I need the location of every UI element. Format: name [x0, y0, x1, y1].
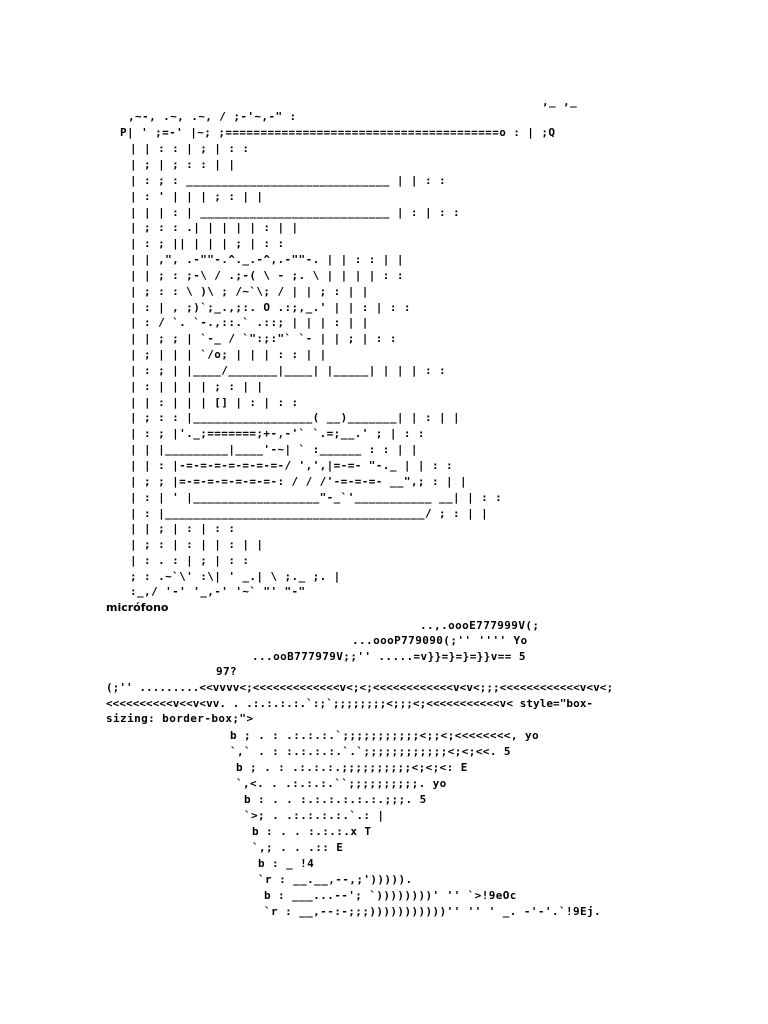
art-line: | : ; || | | | ; | : :	[130, 237, 285, 250]
art-line: | | : : | ; | : :	[130, 142, 250, 155]
art-line: b : ___...--'; `))))))))' '' `>!9eOc	[264, 889, 517, 902]
art-line: 97?	[216, 665, 238, 678]
art-line: | | ,", .-""-.^._.-^,.-""-. | | : : | |	[130, 253, 404, 266]
art-line: | | : |-=-=-=-=-=-=-=-/ ',',|=-=- "-._ |…	[130, 459, 454, 472]
art-line: | | ; : ;-\ / .;-( \ - ;. \ | | | | : :	[130, 269, 404, 282]
art-line: | : . : | ; | : :	[130, 554, 250, 567]
art-line: (;'' .........<<vvvv<;<<<<<<<<<<<<<v<;<;…	[106, 681, 614, 694]
art-line: | ; ; |=-=-=-=-=-=-=-: / / /'-=-=-=- __"…	[130, 475, 468, 488]
art-line: | : |___________________________________…	[130, 507, 489, 520]
art-line: P| ' ;=-' |~; ;=========================…	[120, 126, 556, 139]
art-line: | : ; : _____________________________ | …	[130, 174, 447, 187]
art-line: ...oooP779090(;'' '''' Yo	[352, 634, 528, 647]
art-line: | | ; ; | `-_ / `":;:"` `- | | ; | : :	[130, 332, 397, 345]
art-line: b : . . :.:.:.x T	[252, 825, 372, 838]
art-line: | ; : : |_________________( __)_______| …	[130, 411, 461, 424]
art-line: ...ooB777979V;;'' .....=v}}=}=}=}}v== 5	[252, 650, 526, 663]
art-line: | | |_________|____'-~| ` :______ : : | …	[130, 443, 418, 456]
art-line: | ; | ; : : | |	[130, 158, 236, 171]
art-line: b : _ !4	[258, 857, 315, 870]
art-line: | : / `. `-.,::.` .::; | | | : | |	[130, 316, 369, 329]
art-line: b ; . : .:.:.:.`;;;;;;;;;;;<;;<;<<<<<<<<…	[230, 729, 539, 742]
art-line: b : . . :.:.:.:.:.:.;;;. 5	[244, 793, 427, 806]
art-line: sizing: border-box;">	[106, 712, 254, 725]
art-line: `>; . .:.:.:.:.`.: |	[244, 809, 385, 822]
art-line: ,~-, .~, .~, / ;-'~,-" :	[128, 110, 297, 123]
art-line: | : | ' |__________________"-_`'________…	[130, 491, 503, 504]
art-line: ..,.oooE777999V(;	[420, 619, 540, 632]
art-line: | : | , ;)`;_.,;:. O .:;,_.' | | : | : :	[130, 301, 411, 314]
art-line: | ; : : \ )\ ; /~`\; / | | ; : | |	[130, 285, 369, 298]
art-line: :_,/ '-' '_,-' '~` "' "-"	[130, 585, 306, 598]
art-line: `r : __,--:-;;;)))))))))))'' '' ' _. -'-…	[264, 905, 602, 918]
art-line: | | : | | | [] | : | : :	[130, 396, 299, 409]
art-line: <<<<<<<<<<v<<v<vv. . .:.:.:.:.`:;`;;;;;;…	[106, 697, 594, 710]
art-line: | ; : | : | | : | |	[130, 538, 264, 551]
art-line: | : ; |'._;=======;+-,-'` `.=;__.' ; | :…	[130, 427, 425, 440]
art-line: | | | : | ___________________________ | …	[130, 206, 461, 219]
art-line: | ; : : .| | | | | : | |	[130, 221, 299, 234]
art-line: `r : __.__,--,;'))))).	[258, 873, 413, 886]
art-line: `,<. . .:.:.:.``;;;;;;;;;;. yo	[236, 777, 447, 790]
art-line: `,` . : :.:.:.:.`.`;;;;;;;;;;;;<;<;<<. 5	[230, 745, 511, 758]
art-line: | : ; | |____/_______|____| |_____| | | …	[130, 364, 447, 377]
art-line: | ; | | | `/o; | | | : : | |	[130, 348, 327, 361]
caption-microfono: micrófono	[106, 601, 169, 614]
art-line: ; : .~`\' :\| ' _.| \ ;._ ;. |	[130, 570, 341, 583]
art-line: `,; . . .:: E	[252, 841, 344, 854]
art-line: | : ' | | | ; : | |	[130, 190, 264, 203]
art-line: | : | | | | ; : | |	[130, 380, 264, 393]
art-line: ,_ ,_	[542, 95, 578, 108]
art-line: | | ; | : | : :	[130, 522, 236, 535]
art-line: b ; . : .:.:.:.;;;;;;;;;;<;<;<: E	[236, 761, 468, 774]
